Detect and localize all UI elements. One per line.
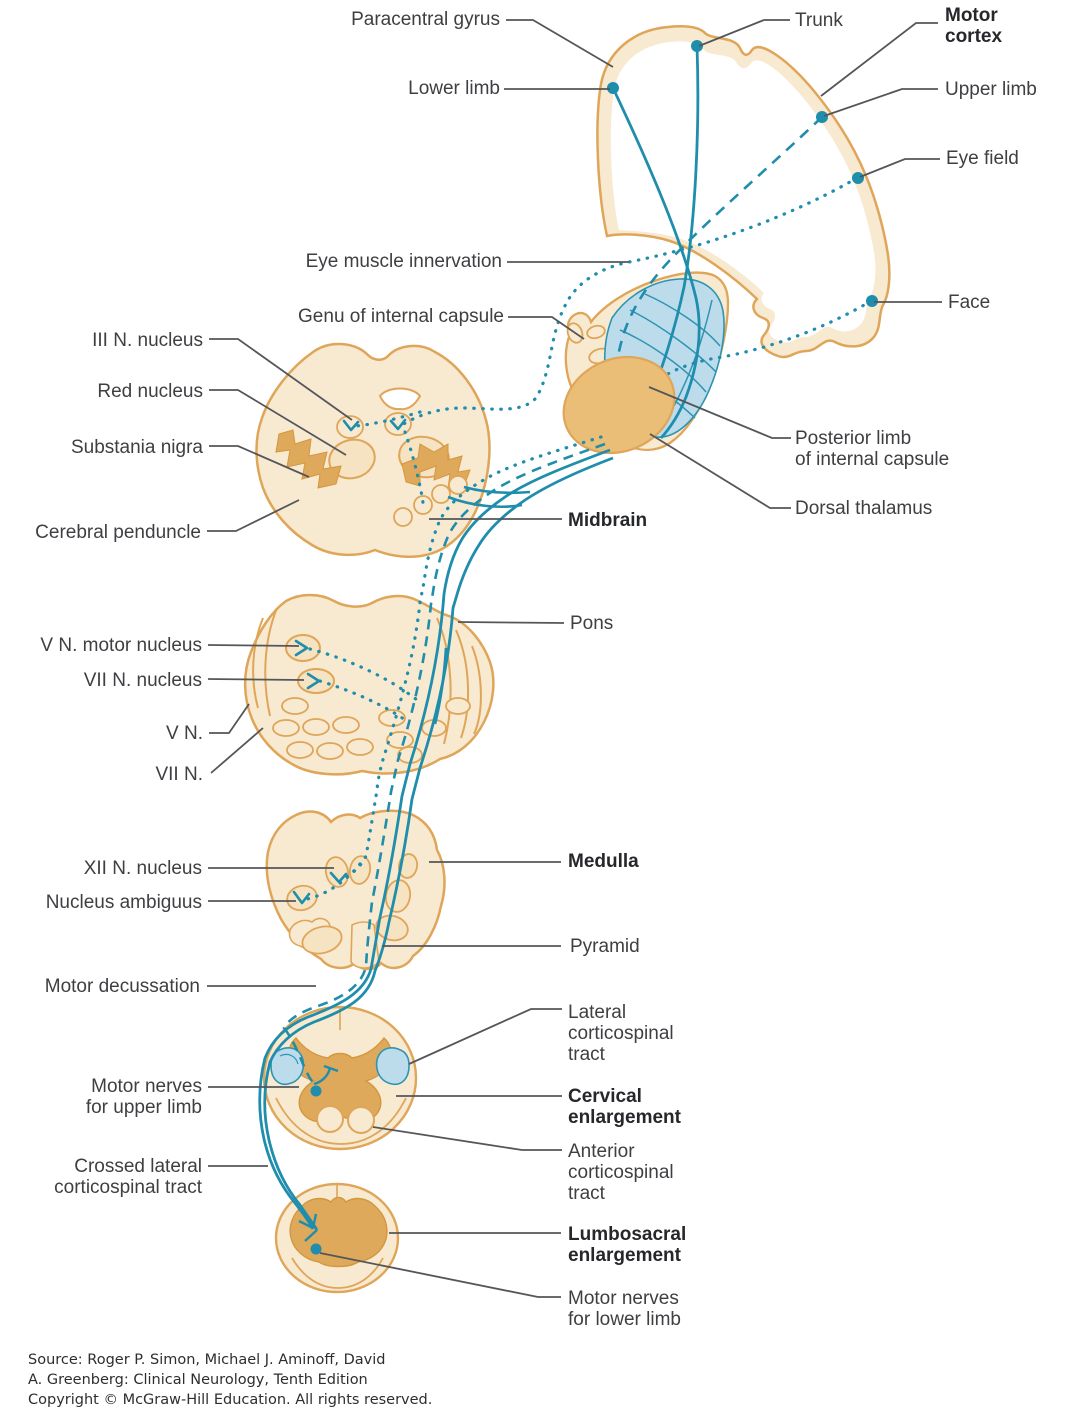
nucleus-marks xyxy=(292,418,407,905)
substantia-nigra-left xyxy=(275,429,342,489)
label-pyramid: Pyramid xyxy=(570,936,640,957)
label-v-n: V N. xyxy=(166,723,203,744)
label-pons: Pons xyxy=(570,613,614,634)
leader-lines xyxy=(207,19,942,1298)
label-red-nucleus: Red nucleus xyxy=(97,381,203,402)
lower-limb-origin-dot xyxy=(607,82,619,94)
cervical-gray-matter xyxy=(288,1036,392,1123)
cerebral-aqueduct xyxy=(378,387,422,411)
upper-limb-origin-dot xyxy=(816,111,828,123)
label-trunk: Trunk xyxy=(795,10,843,31)
label-xii-n-nucleus: XII N. nucleus xyxy=(83,858,202,879)
label-motor-cortex: Motor cortex xyxy=(945,5,1003,47)
label-vii-n: VII N. xyxy=(155,764,203,785)
pathway-dots xyxy=(310,40,878,1255)
label-v-n-motor-nucleus: V N. motor nucleus xyxy=(40,635,202,656)
cervical-motor-neuron-dot xyxy=(310,1085,322,1097)
upper-limb-fiber xyxy=(611,116,823,399)
eye-field-fiber xyxy=(400,176,859,427)
label-dorsal-thalamus: Dorsal thalamus xyxy=(795,498,933,519)
label-posterior-limb-of-internal-capsule: Posterior limb of internal capsule xyxy=(795,428,950,470)
medulla-section xyxy=(265,809,446,971)
v-motor-nucleus-shape xyxy=(285,634,321,662)
label-iii-n-nucleus: III N. nucleus xyxy=(92,330,203,351)
eye-field-origin-dot xyxy=(852,172,864,184)
descending-tracts xyxy=(258,430,614,1242)
label-motor-nerves-for-upper-limb: Motor nerves for upper limb xyxy=(85,1076,202,1118)
label-crossed-lateral-corticospinal-tract: Crossed lateral corticospinal tract xyxy=(54,1156,202,1198)
lateral-cst-right xyxy=(375,1047,410,1086)
label-eye-muscle-innervation: Eye muscle innervation xyxy=(305,251,502,272)
label-vii-n-nucleus: VII N. nucleus xyxy=(83,670,202,691)
vii-nucleus-shape xyxy=(297,668,335,694)
dorsal-thalamus-shape xyxy=(562,355,676,455)
label-nucleus-ambiguus: Nucleus ambiguus xyxy=(45,892,202,913)
label-anterior-corticospinal-tract: Anterior corticospinal tract xyxy=(568,1141,674,1204)
brain-hemisphere xyxy=(596,25,891,359)
label-lateral-corticospinal-tract: Lateral corticospinal tract xyxy=(568,1002,674,1065)
pons-section xyxy=(243,593,495,776)
label-motor-nerves-for-lower-limb: Motor nerves for lower limb xyxy=(568,1288,681,1330)
label-motor-decussation: Motor decussation xyxy=(44,976,200,997)
label-cervical-enlargement: Cervical enlargement xyxy=(568,1086,681,1128)
label-genu-of-internal-capsule: Genu of internal capsule xyxy=(298,306,504,327)
anterior-cst-right xyxy=(347,1106,375,1134)
label-face: Face xyxy=(948,292,991,313)
label-midbrain: Midbrain xyxy=(568,510,648,531)
source-credit: Source: Roger P. Simon, Michael J. Amino… xyxy=(28,1352,433,1408)
cervical-cord-section xyxy=(262,1005,418,1151)
lower-limb-fiber xyxy=(611,87,701,439)
label-medulla: Medulla xyxy=(568,851,639,872)
label-cerebral-penduncle: Cerebral penduncle xyxy=(35,522,201,543)
iii-nucleus-right xyxy=(384,412,412,436)
label-upper-limb: Upper limb xyxy=(945,79,1037,100)
lumbosacral-motor-neuron-dot xyxy=(310,1243,322,1255)
trunk-origin-dot xyxy=(691,40,703,52)
face-origin-dot xyxy=(866,295,878,307)
anterior-cst-left xyxy=(316,1105,344,1133)
label-substania-nigra: Substania nigra xyxy=(70,437,203,458)
midbrain-section xyxy=(255,342,491,558)
label-paracentral-gyrus: Paracentral gyrus xyxy=(351,9,500,30)
label-lumbosacral-enlargement: Lumbosacral enlargement xyxy=(568,1224,687,1266)
label-eye-field: Eye field xyxy=(946,148,1019,169)
label-lower-limb: Lower limb xyxy=(408,78,500,99)
